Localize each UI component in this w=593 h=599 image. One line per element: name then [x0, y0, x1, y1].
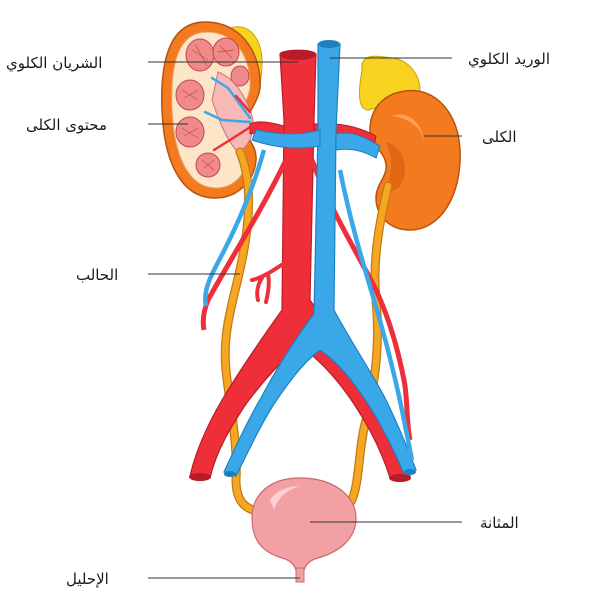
label-renal-vein: الوريد الكلوي — [468, 50, 586, 68]
aorta-top — [280, 50, 316, 60]
label-ureter: الحالب — [76, 266, 140, 284]
urethra — [296, 568, 304, 582]
vena-cava-top — [318, 40, 340, 48]
label-bladder: المثانة — [480, 514, 550, 532]
bladder-group — [252, 478, 356, 582]
label-kidney: الكلى — [482, 128, 542, 146]
label-renal-artery: الشريان الكلوي — [6, 54, 140, 72]
mesenteric-artery — [252, 262, 286, 302]
label-urethra: الإحليل — [66, 570, 140, 588]
label-kidney-content: محتوى الكلى — [26, 116, 140, 134]
bladder — [252, 478, 356, 570]
